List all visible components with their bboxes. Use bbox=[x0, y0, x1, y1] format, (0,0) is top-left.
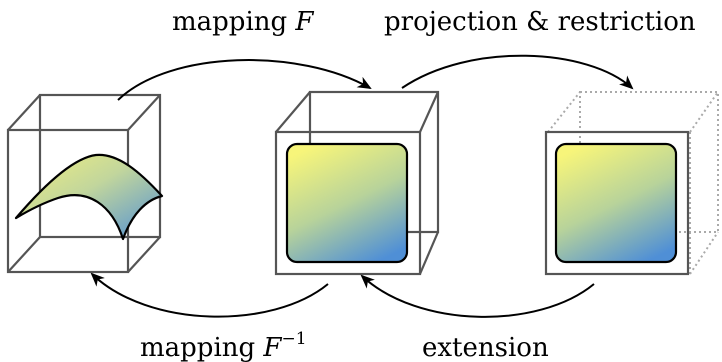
label-projection-restriction: projection & restriction bbox=[384, 7, 696, 37]
arrow-projection bbox=[401, 54, 634, 90]
arrow-mapping-bottom bbox=[90, 272, 329, 318]
right-square-frame bbox=[544, 130, 690, 276]
middle-cube-front bbox=[274, 130, 422, 276]
label-mapping-top: mapping F bbox=[172, 7, 314, 37]
middle-gradient-square bbox=[285, 142, 409, 264]
saddle-surface bbox=[14, 153, 164, 241]
left-cube-back bbox=[38, 93, 162, 239]
label-mapping-inverse: mapping F−1 bbox=[140, 329, 307, 362]
right-gradient-square bbox=[554, 142, 678, 264]
middle-cube bbox=[274, 90, 440, 276]
left-cube bbox=[6, 93, 164, 274]
label-extension: extension bbox=[422, 333, 549, 362]
arrow-mapping-top bbox=[117, 59, 372, 101]
right-cube bbox=[544, 91, 719, 276]
arrow-extension bbox=[360, 274, 595, 318]
